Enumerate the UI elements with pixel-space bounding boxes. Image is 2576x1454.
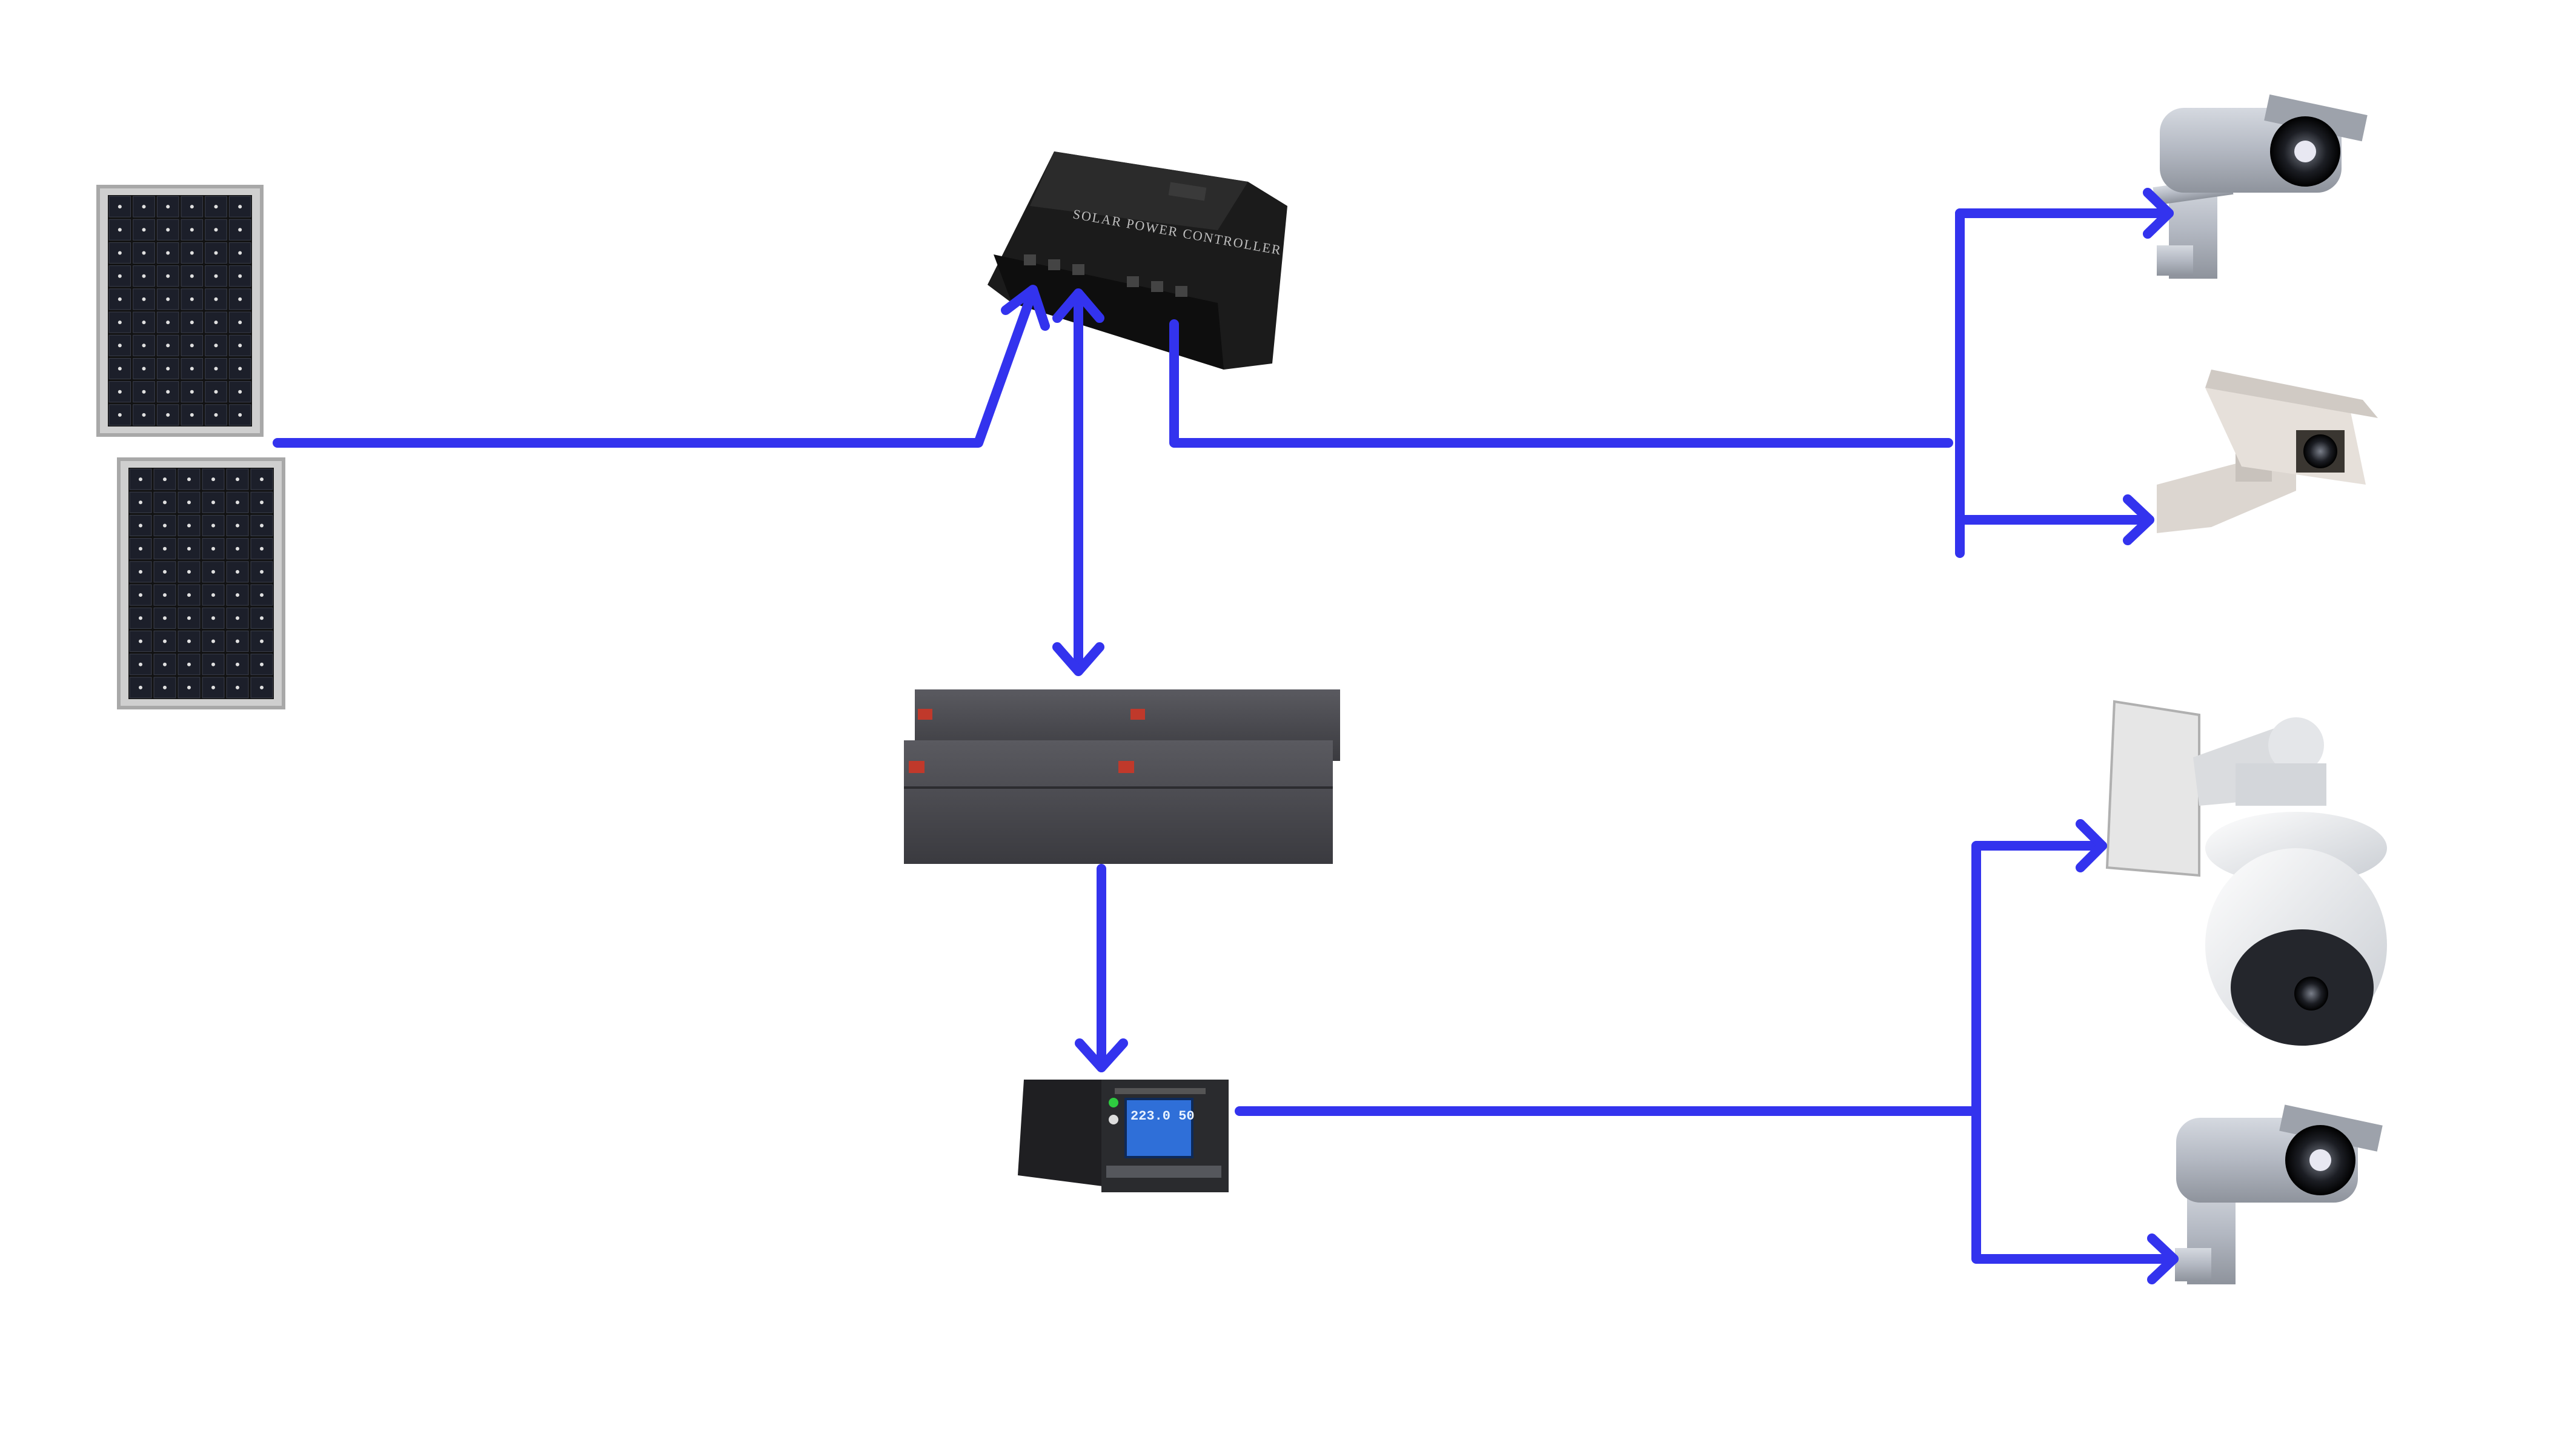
controller-battery-arrowhead-up	[1052, 288, 1104, 323]
ac-bus-wire	[1971, 841, 2179, 1264]
to-ptz-camera-arrowhead	[2076, 819, 2107, 872]
bullet-camera-icon	[2153, 94, 2368, 279]
wiring	[273, 188, 2179, 1284]
to-bullet-camera-arrowhead	[2143, 188, 2174, 239]
battery-icon	[904, 740, 1112, 864]
panel-to-controller-arrowhead	[1001, 285, 1050, 331]
charge-controller-icon: SOLAR POWER CONTROLLER	[988, 151, 1287, 370]
battery-icon	[1112, 740, 1333, 864]
inverter-display-reading: 223.0 50	[1130, 1109, 1195, 1124]
solar-panel-icon	[117, 457, 285, 709]
to-box-camera-arrowhead	[2123, 494, 2154, 545]
solar-panel-icon	[96, 185, 264, 437]
controller-battery-arrowhead-down	[1052, 642, 1104, 676]
battery-inverter-arrowhead	[1075, 1038, 1128, 1072]
ptz-dome-camera-icon	[2105, 700, 2387, 1046]
controller-load-wire	[1169, 319, 1953, 448]
panel-to-controller-wire	[273, 286, 1038, 448]
controller-terminals	[1024, 254, 1187, 297]
inverter-icon: 223.0 50	[1018, 1080, 1229, 1192]
to-bullet-camera-2-arrowhead	[2147, 1233, 2179, 1284]
battery-bank	[904, 689, 1340, 864]
box-camera-icon	[2157, 370, 2378, 533]
bullet-camera-icon	[2175, 1104, 2383, 1284]
